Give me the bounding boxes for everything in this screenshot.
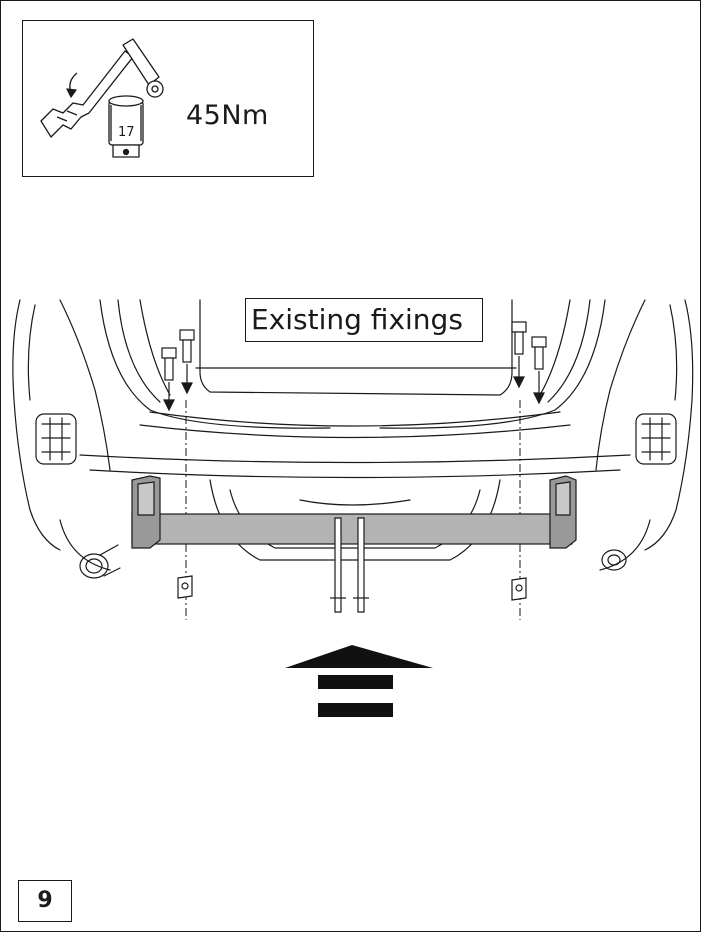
bolts [161,321,547,412]
right-quarter-panel [644,299,694,551]
bumper-top [79,454,631,464]
left-quarter-panel [12,299,61,551]
right-reflector [635,413,677,465]
callout-label: Existing fixings [251,303,463,336]
right-pillar [379,299,606,429]
towbar-crossbar [131,513,573,545]
tow-neck-right [357,517,365,613]
socket-size-label: 17 [118,125,135,140]
tailgate-opening [199,299,513,396]
existing-fixings-callout: Existing fixings [245,298,483,342]
bolt-right-2 [531,336,547,405]
step-number: 9 [37,888,53,913]
bolt-right-1 [511,321,527,389]
tailgate-lip [149,411,561,427]
bolt-left-1 [161,347,177,412]
tow-neck-left [334,517,342,613]
torque-wrench-icon: 17 [40,38,164,158]
bolt-left-2 [179,329,195,395]
lift-direction-arrow [285,645,433,717]
torque-value: 45Nm [186,100,269,131]
left-reflector [35,413,77,465]
left-pillar [99,299,331,429]
right-exhaust [601,549,627,571]
tool-spec-box: 17 [22,20,314,177]
left-exhaust [79,553,109,579]
step-number-box: 9 [18,880,72,922]
